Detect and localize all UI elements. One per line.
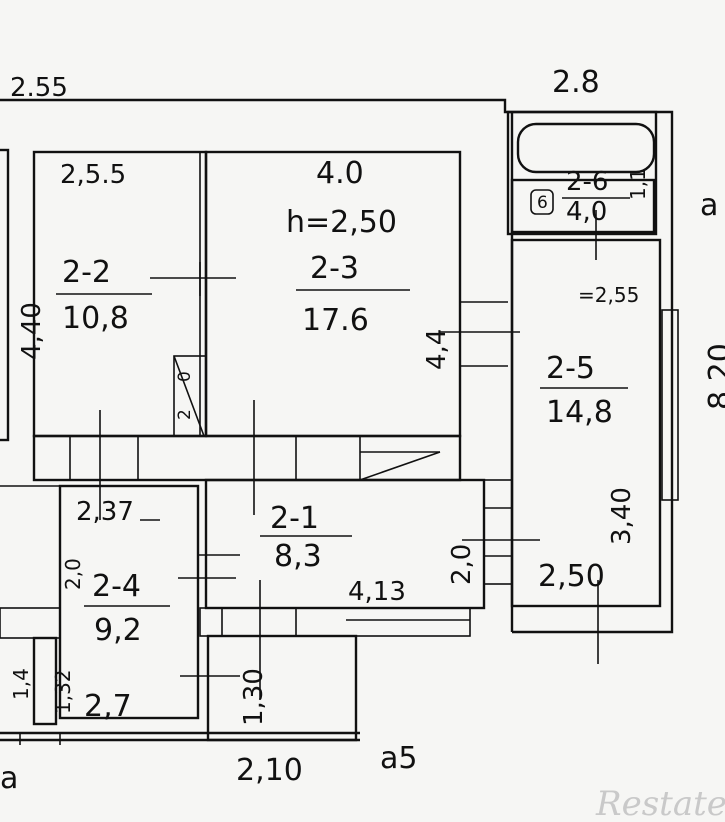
small-width: 2,7 — [84, 689, 132, 724]
room-2-6-code: 2-6 — [566, 167, 608, 197]
small-ext-height: 1,30 — [239, 668, 269, 726]
room-2-1-area: 8,3 — [274, 539, 322, 574]
bottom-dimension: 2,10 — [236, 753, 303, 788]
room-2-2-area: 10,8 — [62, 301, 129, 336]
room-2-6-mark: 6 — [537, 193, 548, 213]
bottom-right-mark: a5 — [380, 741, 417, 776]
door-2-2 — [173, 355, 207, 437]
room-2-3-walls — [204, 150, 462, 438]
room-2-5-height: 3,40 — [607, 487, 637, 545]
room-2-1-width: 4,13 — [348, 577, 406, 607]
watermark-logo: Restate — [595, 784, 725, 822]
room-2-3-ceiling: h=2,50 — [286, 205, 397, 240]
room-2-4-width: 2,37 — [76, 497, 134, 527]
small-height: 1,32 — [51, 669, 75, 714]
room-2-1-walls — [204, 478, 486, 610]
window-2-5 — [661, 309, 679, 501]
top-left-dimension: 2.55 — [10, 73, 68, 103]
door-mark-a: 0 — [175, 371, 195, 382]
room-2-4-walls — [0, 484, 240, 720]
door-mark-b: 2 — [175, 409, 195, 420]
small-left-dim: 1,4 — [9, 668, 33, 700]
room-2-5-code: 2-5 — [546, 351, 595, 386]
top-right-dimension: 2.8 — [552, 65, 600, 100]
room-2-1-right-height: 2,0 — [447, 544, 477, 585]
room-2-2-width: 2,5.5 — [60, 160, 126, 190]
bottom-left-letter: a — [0, 761, 18, 796]
small-rooms — [19, 634, 358, 745]
room-2-3-height: 4,4 — [422, 329, 452, 370]
room-2-5-walls — [510, 238, 662, 608]
room-2-3-area: 17.6 — [302, 303, 369, 338]
right-overall-dimension: 8,20 — [703, 343, 725, 410]
room-2-2-code: 2-2 — [62, 255, 111, 290]
room-2-6-area: 4,0 — [566, 197, 607, 227]
room-2-4-code: 2-4 — [92, 569, 141, 604]
room-2-5-bottom-width: 2,50 — [538, 559, 605, 594]
room-2-4-area: 9,2 — [94, 613, 142, 648]
edge-right-letter: a — [700, 188, 718, 223]
room-2-1-code: 2-1 — [270, 501, 319, 536]
room-2-6-walls — [506, 110, 658, 236]
left-room-edge — [0, 148, 10, 442]
room-2-3-width: 4.0 — [316, 156, 364, 191]
room-2-3-code: 2-3 — [310, 251, 359, 286]
room-2-6-height: 1,1 — [626, 168, 650, 200]
room-2-2-height: 4,40 — [17, 302, 47, 360]
corridor — [32, 434, 462, 482]
room-2-5-width: =2,55 — [578, 283, 639, 307]
room-2-5-area: 14,8 — [546, 395, 613, 430]
room-2-4-height: 2,0 — [61, 558, 85, 590]
